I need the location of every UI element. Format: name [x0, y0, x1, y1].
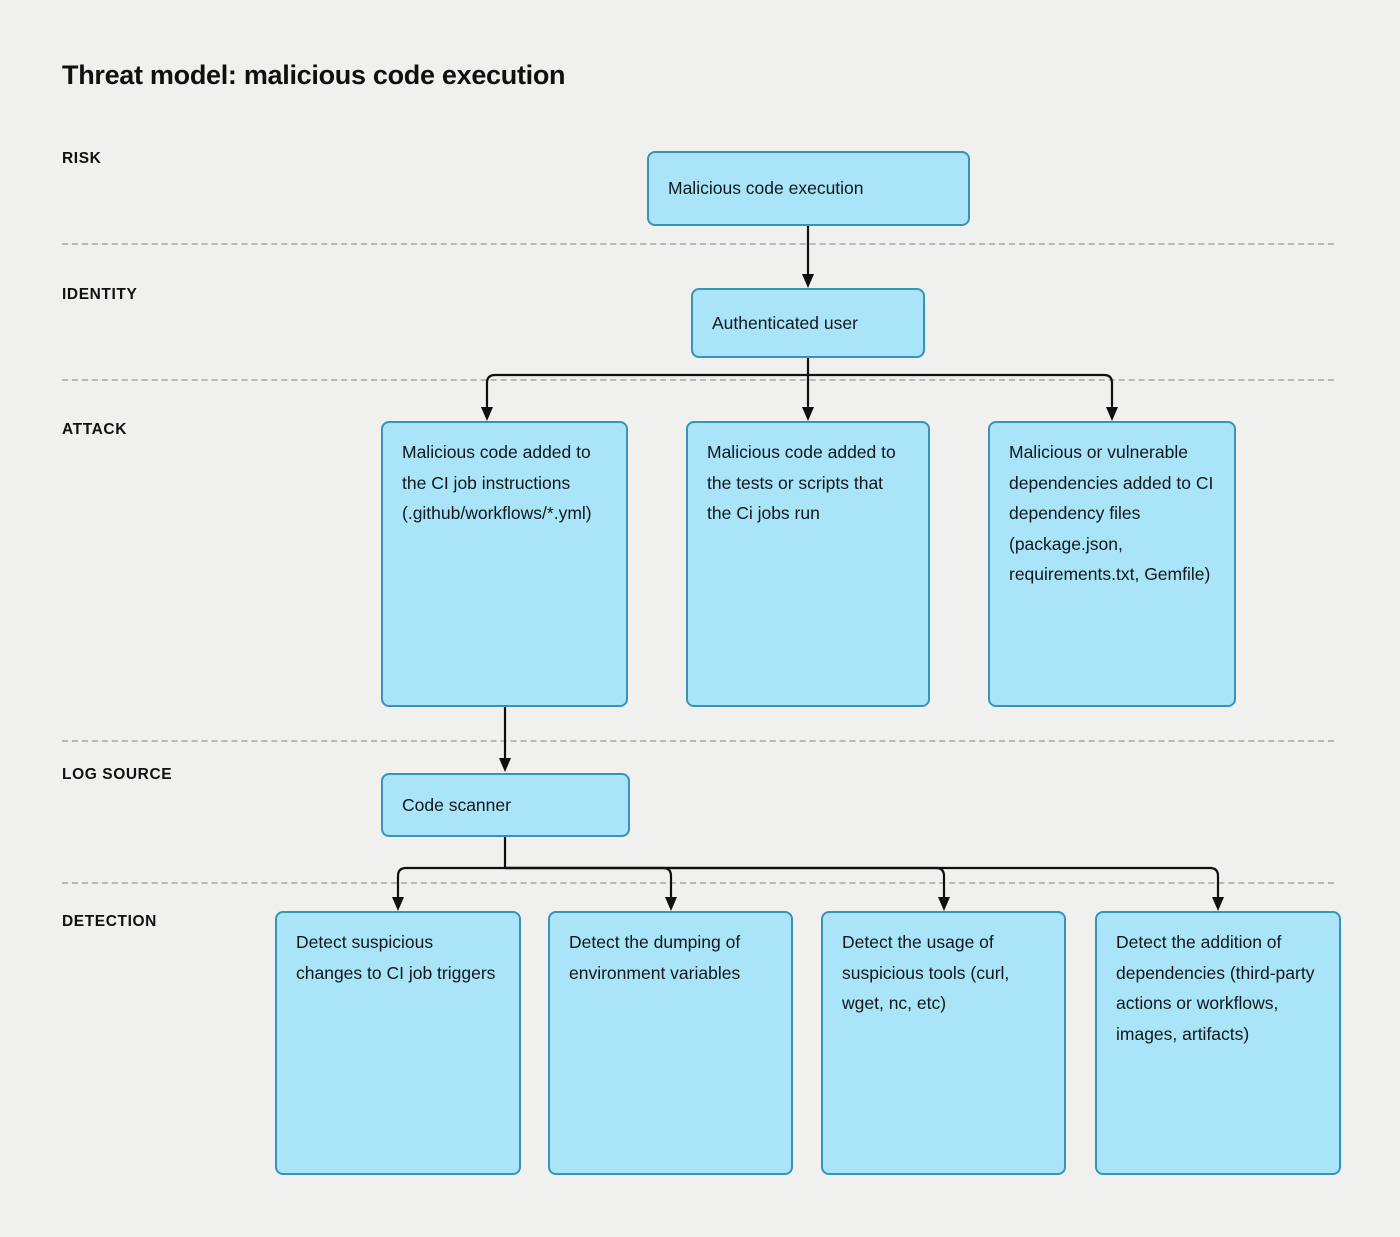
- row-label-detection: DETECTION: [62, 913, 157, 930]
- row-label-log-source: LOG SOURCE: [62, 766, 173, 783]
- node-identity-authenticated-user[interactable]: Authenticated user: [691, 288, 925, 358]
- node-detection-suspicious-tools[interactable]: Detect the usage of suspicious tools (cu…: [821, 911, 1066, 1175]
- node-label: Code scanner: [402, 794, 511, 815]
- node-attack-ci-job-instructions[interactable]: Malicious code added to the CI job instr…: [381, 421, 628, 707]
- node-risk-malicious-code-execution[interactable]: Malicious code execution: [647, 151, 970, 226]
- arrowhead-detection-4: [1212, 897, 1224, 911]
- divider-identity-attack: [62, 379, 1334, 381]
- arrowhead-attack-3: [1106, 407, 1118, 421]
- divider-attack-logsource: [62, 740, 1334, 742]
- node-logsource-code-scanner[interactable]: Code scanner: [381, 773, 630, 837]
- row-label-risk: RISK: [62, 150, 102, 167]
- arrowhead-identity: [802, 274, 814, 288]
- divider-risk-identity: [62, 243, 1334, 245]
- edge-logsource-to-detection-2: [505, 866, 673, 901]
- arrowhead-logsource: [499, 758, 511, 772]
- node-detection-env-variable-dumping[interactable]: Detect the dumping of environment variab…: [548, 911, 793, 1175]
- node-attack-dependencies[interactable]: Malicious or vulnerable dependencies add…: [988, 421, 1236, 707]
- arrowhead-attack-2: [802, 407, 814, 421]
- node-label: Authenticated user: [712, 312, 858, 333]
- node-detection-ci-job-triggers[interactable]: Detect suspicious changes to CI job trig…: [275, 911, 521, 1175]
- row-label-identity: IDENTITY: [62, 286, 138, 303]
- edge-logsource-to-detection-4: [505, 866, 1220, 901]
- node-attack-tests-or-scripts[interactable]: Malicious code added to the tests or scr…: [686, 421, 930, 707]
- node-label: Malicious code execution: [668, 178, 864, 199]
- divider-logsource-detection: [62, 882, 1334, 884]
- arrowhead-detection-1: [392, 897, 404, 911]
- arrowhead-attack-1: [481, 407, 493, 421]
- node-detection-dependency-additions[interactable]: Detect the addition of dependencies (thi…: [1095, 911, 1341, 1175]
- arrowhead-detection-3: [938, 897, 950, 911]
- arrowhead-detection-2: [665, 897, 677, 911]
- row-label-attack: ATTACK: [62, 421, 128, 438]
- edge-logsource-to-detection-3: [505, 866, 946, 901]
- page-title: Threat model: malicious code execution: [62, 60, 566, 90]
- edge-logsource-to-detection-1: [396, 866, 505, 901]
